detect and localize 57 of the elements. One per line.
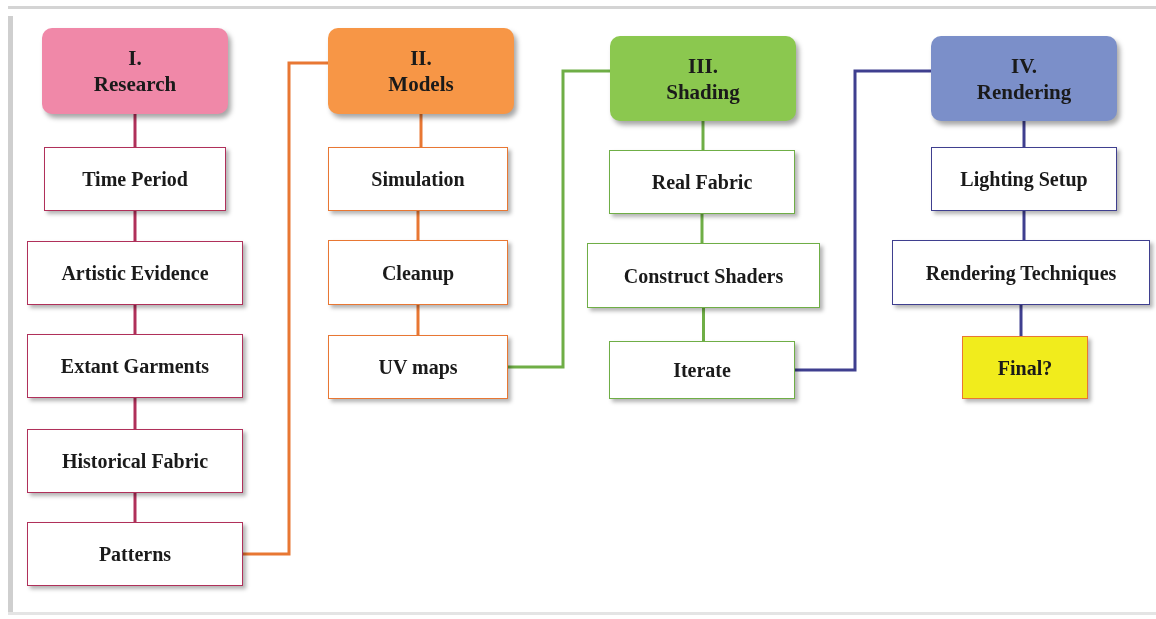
step-box	[328, 147, 508, 211]
connector-line	[133, 493, 137, 522]
step-label: Real Fabric	[651, 170, 753, 194]
step-box	[609, 341, 795, 399]
step-box	[27, 522, 243, 586]
connector-line	[133, 305, 137, 334]
step-label: Iterate	[673, 358, 731, 382]
step-label: Simulation	[371, 167, 465, 191]
step-label: UV maps	[378, 355, 458, 379]
connector-line	[702, 308, 705, 341]
connector-line	[1019, 305, 1023, 336]
step-box	[27, 429, 243, 493]
step-box	[27, 241, 243, 305]
step-box	[328, 240, 508, 305]
connector-line	[508, 69, 610, 369]
connector-line	[1022, 211, 1026, 240]
step-label: Time Period	[82, 167, 188, 191]
connector-line	[701, 121, 705, 150]
step-label: Rendering Techniques	[925, 260, 1117, 285]
stage-title: Shading	[666, 78, 740, 105]
step-box	[931, 147, 1117, 211]
stage-header-box	[42, 28, 228, 114]
stage-header-box	[328, 28, 514, 114]
stage-number: IV.	[1011, 52, 1037, 79]
stage-title: Models	[388, 71, 454, 97]
step-label: Cleanup	[381, 260, 455, 285]
step-label: Patterns	[98, 542, 172, 566]
step-box	[587, 243, 820, 308]
connector-line	[243, 61, 328, 556]
connector-line	[416, 305, 420, 335]
stage-header-box	[931, 36, 1117, 121]
connector-line	[419, 114, 423, 147]
step-label: Historical Fabric	[61, 449, 209, 473]
step-box	[44, 147, 226, 211]
step-label: Final?	[997, 355, 1053, 380]
step-box	[609, 150, 795, 214]
step-label: Artistic Evidence	[61, 261, 209, 285]
stage-title: Rendering	[976, 78, 1072, 105]
step-box	[892, 240, 1150, 305]
step-box	[27, 334, 243, 398]
stage-number: III.	[688, 52, 718, 79]
connector-line	[416, 211, 420, 240]
connector-line	[795, 69, 931, 372]
step-box	[962, 336, 1088, 399]
step-label: Lighting Setup	[960, 167, 1088, 191]
step-box	[328, 335, 508, 399]
connector-line	[133, 114, 137, 147]
stage-number: II.	[410, 45, 432, 71]
connector-line	[133, 211, 137, 241]
stage-number: I.	[128, 45, 142, 71]
connector-line	[1022, 121, 1026, 147]
stage-title: Research	[93, 71, 177, 97]
step-label: Extant Garments	[60, 354, 210, 378]
step-label: Construct Shaders	[623, 263, 784, 288]
connector-line	[700, 214, 704, 243]
connector-line	[133, 398, 137, 429]
stage-header-box	[610, 36, 796, 121]
